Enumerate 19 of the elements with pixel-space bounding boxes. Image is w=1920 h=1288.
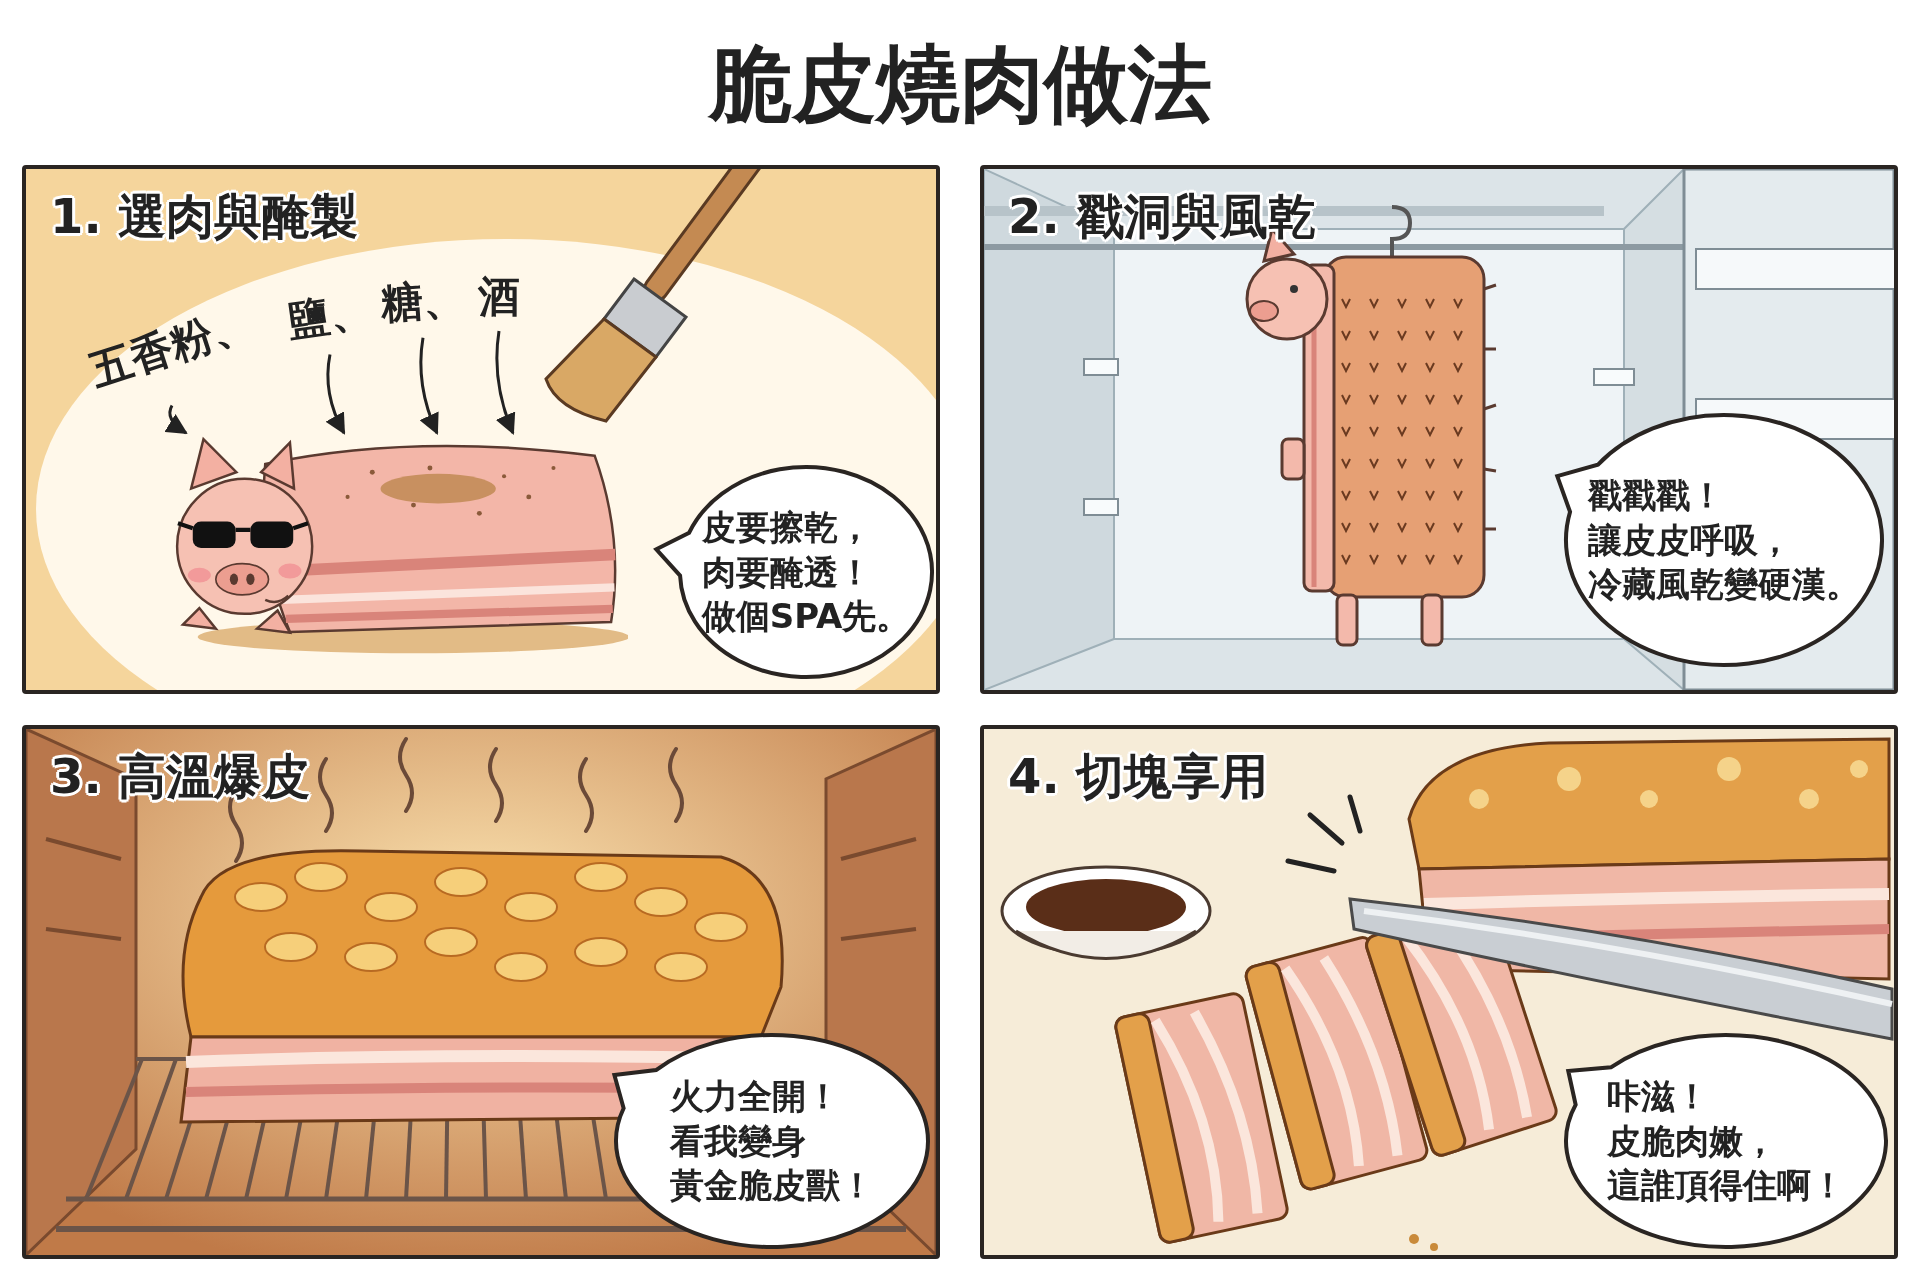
comic-panel xyxy=(980,725,1898,1259)
speech-text: 戳戳戳！讓皮皮呼吸，冷藏風乾變硬漢。 xyxy=(1588,473,1860,607)
comic-panel xyxy=(22,165,940,694)
speech-text: 咔滋！皮脆肉嫩，這誰頂得住啊！ xyxy=(1607,1074,1845,1208)
arrow xyxy=(164,404,188,435)
panel-heading: 3. 高溫爆皮 xyxy=(50,747,311,806)
panel-heading: 2. 戳洞與風乾 xyxy=(1008,187,1317,246)
speech-text: 火力全開！看我變身黃金脆皮獸！ xyxy=(670,1074,874,1208)
speech-text: 皮要擦乾，肉要醃透！做個SPA先。 xyxy=(701,505,911,639)
ingredient-label: 糖、 xyxy=(379,270,467,332)
arrow xyxy=(325,354,346,435)
panel-heading: 1. 選肉與醃製 xyxy=(50,187,359,246)
ingredient-label: 鹽、 xyxy=(284,281,376,349)
arrow xyxy=(495,330,516,435)
ingredient-label: 酒 xyxy=(478,269,520,325)
arrow xyxy=(419,337,440,435)
ingredient-label: 五香粉、 xyxy=(83,294,261,400)
title: 脆皮燒肉做法 xyxy=(708,35,1212,133)
panel-heading: 4. 切塊享用 xyxy=(1008,747,1269,806)
